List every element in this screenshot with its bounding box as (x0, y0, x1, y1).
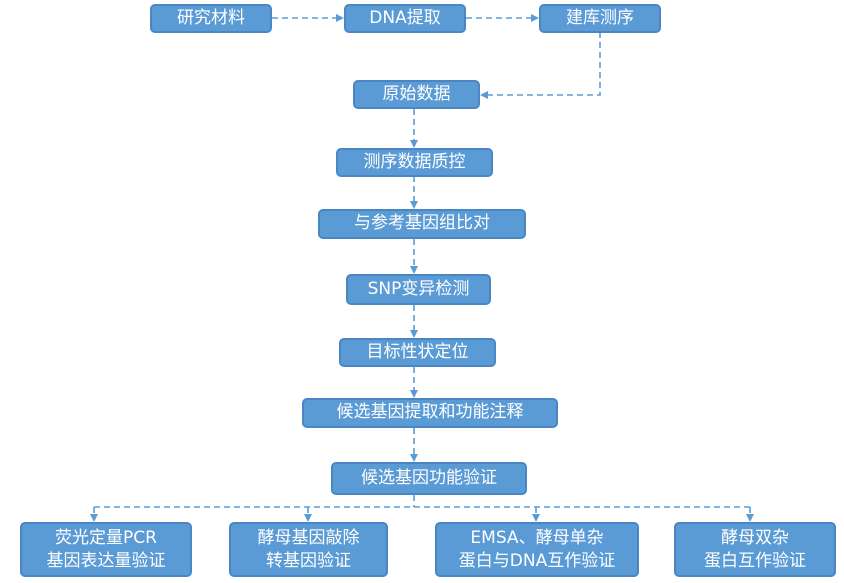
node-snp-detection: SNP变异检测 (346, 274, 491, 305)
node-candidate-annotation: 候选基因提取和功能注释 (302, 398, 558, 428)
node-library-sequencing: 建库测序 (539, 4, 661, 33)
node-y2h-line1: 酵母双杂 (721, 528, 789, 549)
node-y2h-line2: 蛋白互作验证 (704, 550, 806, 571)
node-emsa: EMSA、酵母单杂 蛋白与DNA互作验证 (435, 522, 639, 577)
node-trait-localization: 目标性状定位 (339, 338, 496, 367)
node-yeast-knockout-line2: 转基因验证 (266, 550, 351, 571)
node-yeast-knockout-line1: 酵母基因敲除 (257, 528, 360, 549)
node-candidate-validation: 候选基因功能验证 (331, 462, 527, 495)
node-qc: 测序数据质控 (336, 148, 493, 177)
node-qpcr-line2: 基因表达量验证 (46, 550, 166, 571)
node-y2h: 酵母双杂 蛋白互作验证 (674, 522, 836, 577)
node-emsa-line2: 蛋白与DNA互作验证 (458, 550, 616, 571)
node-qpcr: 荧光定量PCR 基因表达量验证 (20, 522, 192, 577)
node-yeast-knockout: 酵母基因敲除 转基因验证 (229, 522, 388, 577)
node-qpcr-line1: 荧光定量PCR (55, 528, 157, 549)
node-raw-data: 原始数据 (353, 80, 480, 109)
node-dna-extraction: DNA提取 (344, 4, 466, 33)
node-emsa-line1: EMSA、酵母单杂 (470, 528, 604, 549)
node-research-material: 研究材料 (150, 4, 272, 33)
node-alignment: 与参考基因组比对 (318, 209, 526, 239)
